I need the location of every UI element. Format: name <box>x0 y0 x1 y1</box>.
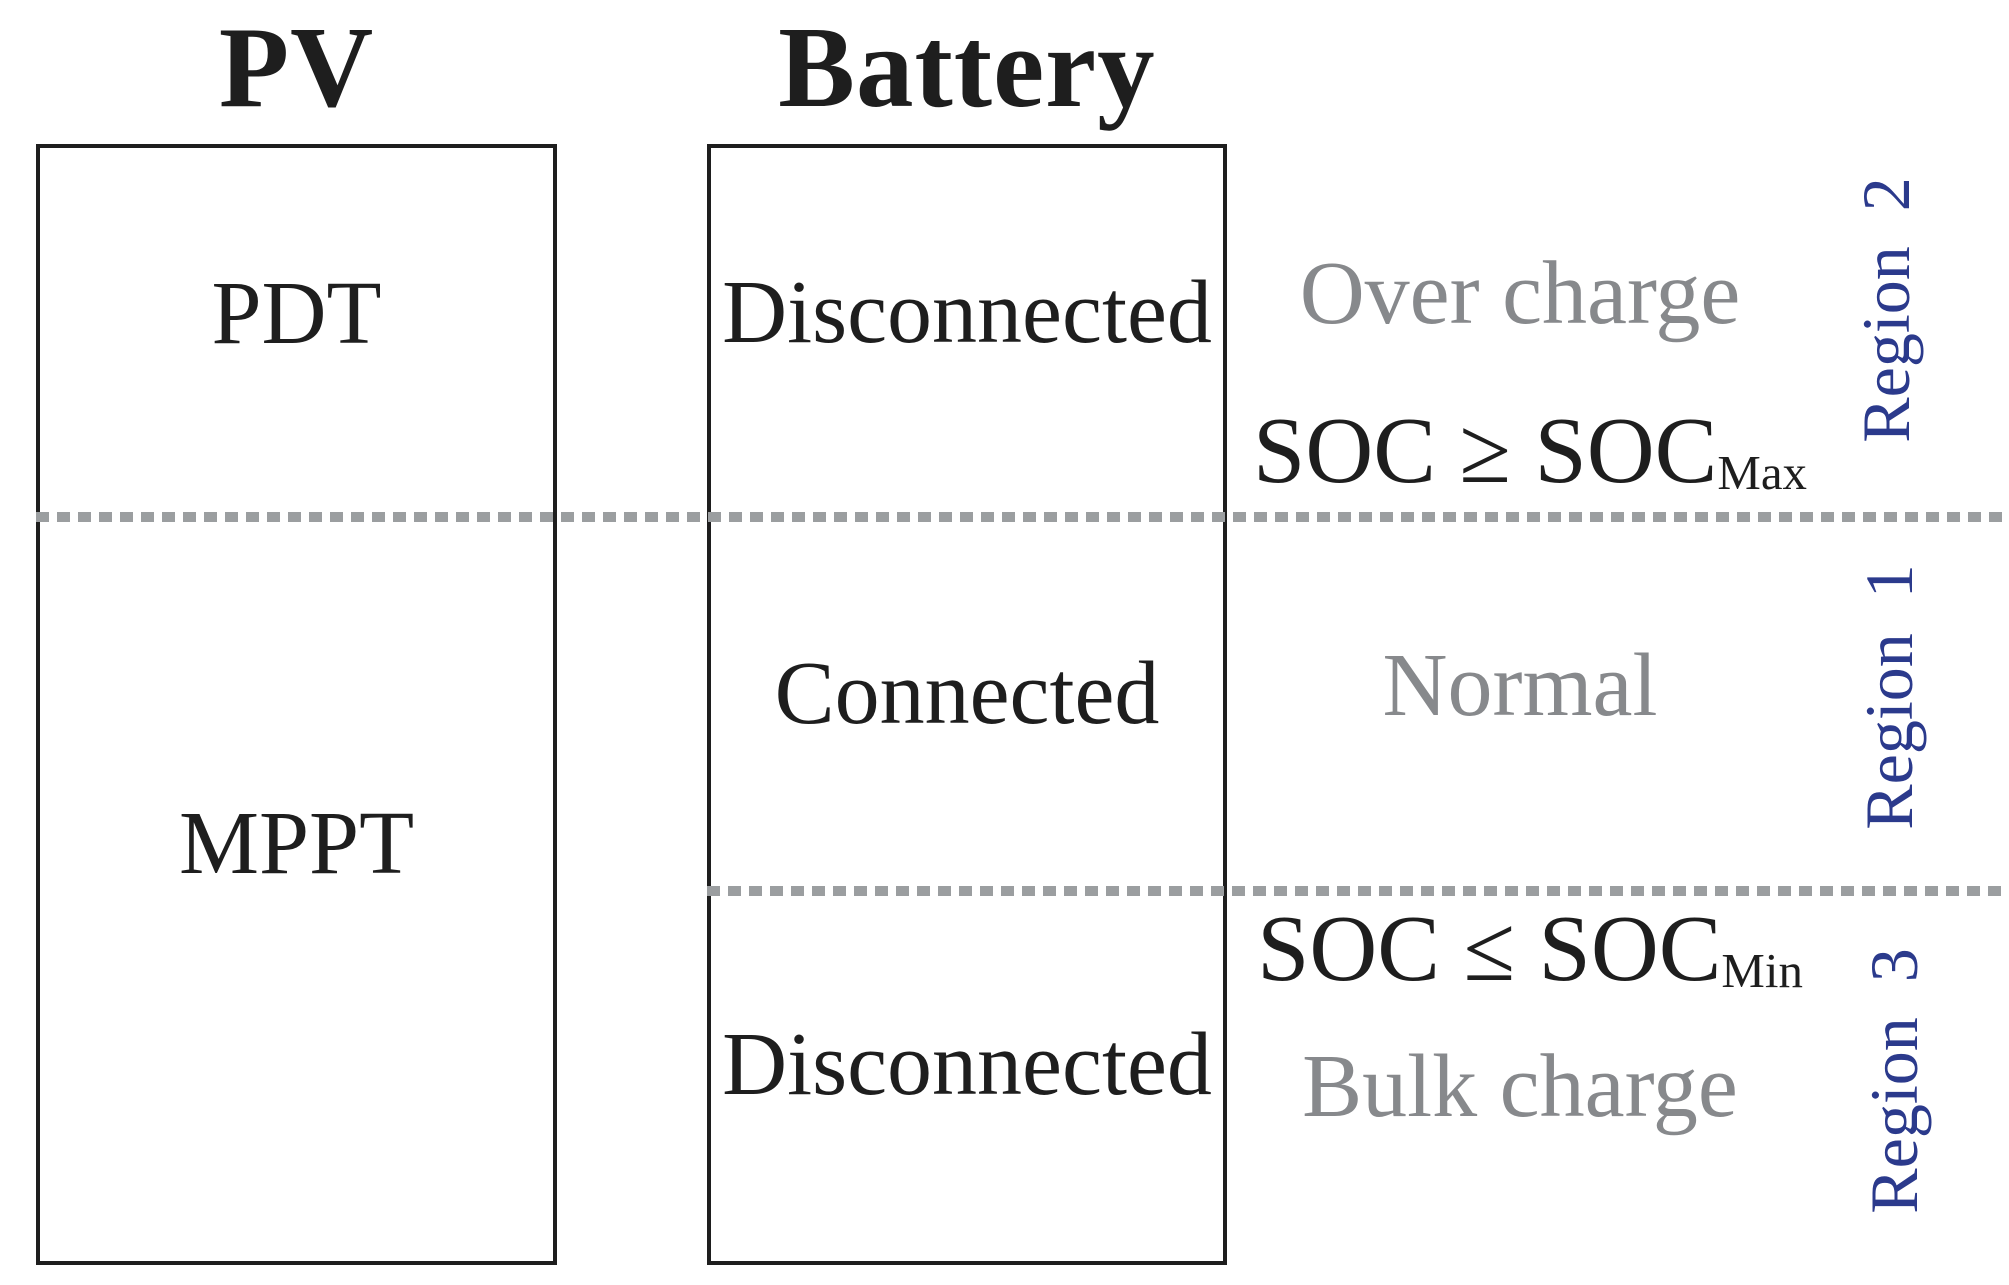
soc-min-condition: SOC ≤ SOCMin <box>1230 902 1830 996</box>
region1-region3-divider <box>707 886 2009 896</box>
battery-disconnected-bottom-label: Disconnected <box>722 1015 1212 1114</box>
battery-column-title: Battery <box>778 4 1156 131</box>
region2-label: Region 2 <box>1848 177 1924 443</box>
region2-region1-divider <box>36 512 2009 522</box>
bulk-charge-mode-label: Bulk charge <box>1302 1037 1738 1136</box>
soc-max-condition: SOC ≥ SOCMax <box>1230 404 1830 498</box>
soc-max-condition-main: SOC ≥ SOC <box>1253 399 1718 503</box>
region3-label: Region 3 <box>1856 948 1932 1214</box>
pv-column-box <box>36 144 557 1265</box>
battery-disconnected-top-label: Disconnected <box>722 263 1212 362</box>
soc-min-condition-main: SOC ≤ SOC <box>1257 897 1722 1001</box>
soc-min-subscript: Min <box>1721 942 1803 998</box>
pv-column-title: PV <box>218 4 375 131</box>
normal-mode-label: Normal <box>1382 636 1658 735</box>
region1-label: Region 1 <box>1851 564 1927 830</box>
pv-pdt-label: PDT <box>211 264 382 363</box>
battery-connected-label: Connected <box>774 644 1160 743</box>
soc-max-subscript: Max <box>1717 444 1807 500</box>
overcharge-mode-label: Over charge <box>1299 244 1741 343</box>
pv-mppt-label: MPPT <box>178 794 415 893</box>
battery-column-box <box>707 144 1227 1265</box>
